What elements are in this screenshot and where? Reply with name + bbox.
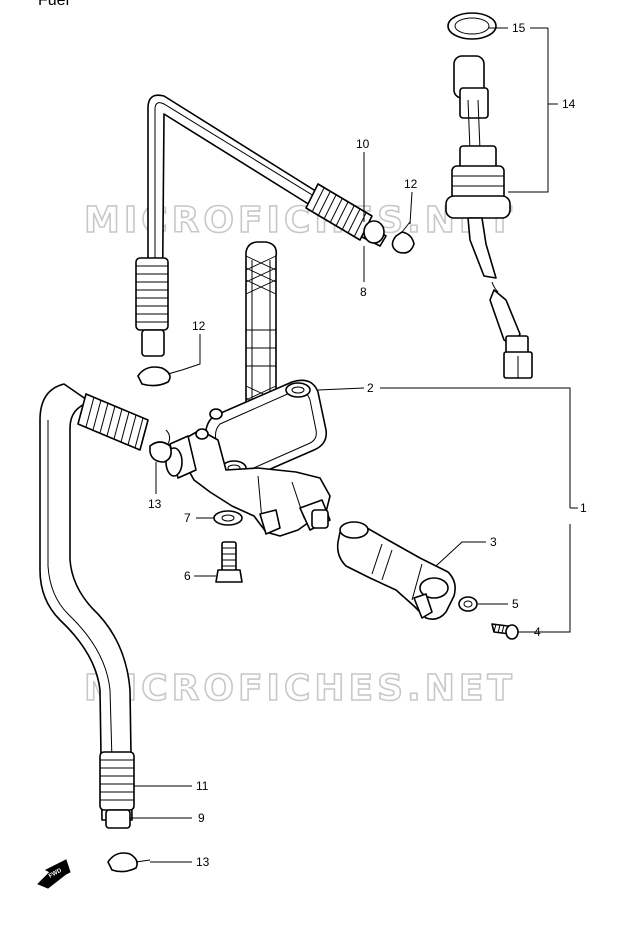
upper-fuel-hose — [135, 94, 387, 357]
callout-6: 6 — [184, 569, 191, 583]
callout-14: 14 — [562, 97, 576, 111]
bolt-6 — [215, 541, 243, 583]
watermark-bottom: MICROFICHES.NET — [84, 668, 516, 709]
clip-13-upper — [149, 429, 172, 463]
callout-3: 3 — [490, 535, 497, 549]
fuel-cock-lever — [336, 521, 456, 620]
callout-12-left: 12 — [192, 319, 206, 333]
leader-lines — [130, 27, 578, 863]
callout-15: 15 — [512, 21, 526, 35]
callout-10: 10 — [356, 137, 370, 151]
lower-hose-ribs-top — [77, 393, 149, 451]
clip-13-lower — [107, 852, 151, 873]
lower-hose-ribs-bottom — [99, 751, 135, 829]
callout-2: 2 — [367, 381, 374, 395]
callout-13-lower: 13 — [196, 855, 210, 869]
fuel-cock-assembly — [165, 241, 331, 537]
callout-1: 1 — [580, 501, 587, 515]
fuel-level-sensor — [445, 12, 533, 379]
clip-12-left — [137, 366, 183, 387]
lower-fuel-hose — [39, 383, 149, 829]
washer-5 — [458, 596, 478, 612]
callout-13-upper: 13 — [148, 497, 162, 511]
callout-12-upper: 12 — [404, 177, 418, 191]
washer-7 — [213, 510, 243, 526]
callout-8: 8 — [360, 285, 367, 299]
forward-direction-arrow-icon: FWD — [37, 859, 71, 889]
page-title-fragment: Fuel — [38, 0, 70, 9]
callout-9: 9 — [198, 811, 205, 825]
callout-5: 5 — [512, 597, 519, 611]
callout-11: 11 — [196, 779, 209, 793]
callout-4: 4 — [534, 625, 541, 639]
screw-4 — [491, 623, 519, 640]
clip-12-upper — [391, 221, 415, 254]
upper-hose-ribs-bottom — [135, 257, 169, 357]
callout-7: 7 — [184, 511, 191, 525]
